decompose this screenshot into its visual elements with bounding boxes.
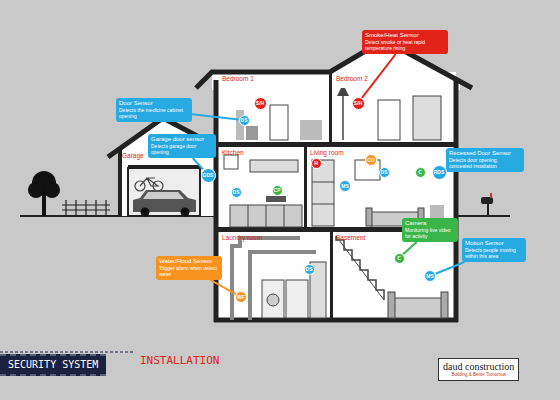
node-heading: CP xyxy=(274,188,281,193)
sensor-marker: CO xyxy=(365,154,377,166)
node-heading: Recessed Door Sensor xyxy=(449,150,521,157)
sensor-callout: Water/Flood SensorTrigger alarm when det… xyxy=(156,256,222,280)
sensor-marker: DS xyxy=(304,264,315,275)
node-body: Detects garage door opening xyxy=(151,143,213,155)
sensor-callout: CameraMonitoring live video for activity xyxy=(402,218,458,242)
room-label: Laundry room xyxy=(222,234,262,241)
node-heading: daud construction xyxy=(443,361,514,372)
laundry-furniture xyxy=(232,238,326,320)
callout-pointer xyxy=(211,280,236,294)
basement-furniture xyxy=(336,236,448,318)
sensor-marker: CP xyxy=(272,185,283,196)
node-heading: Smoke/Heat Sensor xyxy=(365,32,445,39)
node-heading: DS xyxy=(233,190,240,195)
sensor-callout: Motion SensorDetects people moving withi… xyxy=(462,238,526,262)
room-label: Living room xyxy=(310,149,344,156)
node-body: Building & Better Tomorrow xyxy=(443,372,514,378)
garage xyxy=(108,118,216,216)
sensor-marker: RDS xyxy=(432,165,447,180)
sensor-callout: Garage door sensorDetects garage door op… xyxy=(148,134,216,158)
node-body: Detect smoke or heat rapid temperature r… xyxy=(365,39,445,51)
node-body: Trigger alarm when detect water xyxy=(159,265,219,277)
node-heading: DS xyxy=(306,267,313,272)
room-label: Kitchen xyxy=(222,149,244,156)
node-heading: C xyxy=(418,170,422,175)
sensor-marker: H xyxy=(311,158,322,169)
sensor-marker: S/H xyxy=(254,97,267,110)
tree xyxy=(28,171,60,216)
node-heading: Door Sensor xyxy=(119,100,189,107)
node-heading: H xyxy=(314,161,318,166)
title-word: INSTALLATION xyxy=(140,355,219,367)
node-body: Detects the medicine cabinet opening xyxy=(119,107,189,119)
bedroom-2-furniture xyxy=(337,88,441,140)
node-heading: RDS xyxy=(434,170,445,175)
node-heading: GDS xyxy=(203,173,214,178)
sensor-marker: WF xyxy=(235,291,247,303)
node-body: Detects people moving within this area xyxy=(465,247,523,259)
callout-pointer xyxy=(403,242,417,254)
sensor-marker: MS xyxy=(424,270,436,282)
bedroom-1-furniture xyxy=(236,105,322,140)
living-furniture xyxy=(312,160,444,226)
node-heading: Camera xyxy=(405,220,455,227)
callout-pointer xyxy=(193,158,203,169)
node-heading: CO xyxy=(367,158,375,163)
logo-box: daud constructionBuilding & Better Tomor… xyxy=(438,358,519,381)
sensor-marker: C xyxy=(415,167,426,178)
title-band: SECURITY SYSTEM xyxy=(0,354,106,376)
callout-pointer xyxy=(192,114,239,119)
kitchen-furniture xyxy=(224,155,302,227)
node-heading: DS xyxy=(241,118,248,123)
node-heading: S/H xyxy=(354,101,362,106)
sensor-marker: DS xyxy=(379,167,390,178)
room-label: Bedroom 2 xyxy=(336,75,368,82)
room-label: Bedroom 1 xyxy=(222,75,254,82)
node-heading: MS xyxy=(341,184,349,189)
mailbox xyxy=(481,193,493,216)
node-heading: S/H xyxy=(256,101,264,106)
sensor-marker: MS xyxy=(339,180,351,192)
ground-line xyxy=(455,215,510,217)
sensor-marker: GDS xyxy=(201,168,216,183)
sensor-callout: Door SensorDetects the medicine cabinet … xyxy=(116,98,192,122)
node-body: Monitoring live video for activity xyxy=(405,227,455,239)
bicycle xyxy=(135,178,163,191)
node-heading: Water/Flood Sensor xyxy=(159,258,219,265)
house xyxy=(196,40,472,322)
room-label: Garage xyxy=(122,152,144,159)
node-heading: Motion Sensor xyxy=(465,240,523,247)
node-body: Detects door opening, concealed installa… xyxy=(449,157,521,169)
callout-pointer xyxy=(436,262,465,274)
sensor-marker: C xyxy=(394,253,405,264)
node-heading: WF xyxy=(237,295,245,300)
sensor-marker: DS xyxy=(239,115,250,126)
title-stripe xyxy=(0,352,135,353)
sensor-marker: S/H xyxy=(352,97,365,110)
car xyxy=(133,190,196,217)
node-heading: SECURITY SYSTEM xyxy=(8,359,98,371)
node-heading: DS xyxy=(381,170,388,175)
fence xyxy=(62,200,110,216)
sensor-callout: Recessed Door SensorDetects door opening… xyxy=(446,148,524,172)
room-label: Basement xyxy=(336,234,365,241)
sensor-callout: Smoke/Heat SensorDetect smoke or heat ra… xyxy=(362,30,448,54)
node-heading: Garage door sensor xyxy=(151,136,213,143)
sensor-marker: DS xyxy=(231,187,242,198)
node-heading: MS xyxy=(426,274,434,279)
node-heading: C xyxy=(397,256,401,261)
